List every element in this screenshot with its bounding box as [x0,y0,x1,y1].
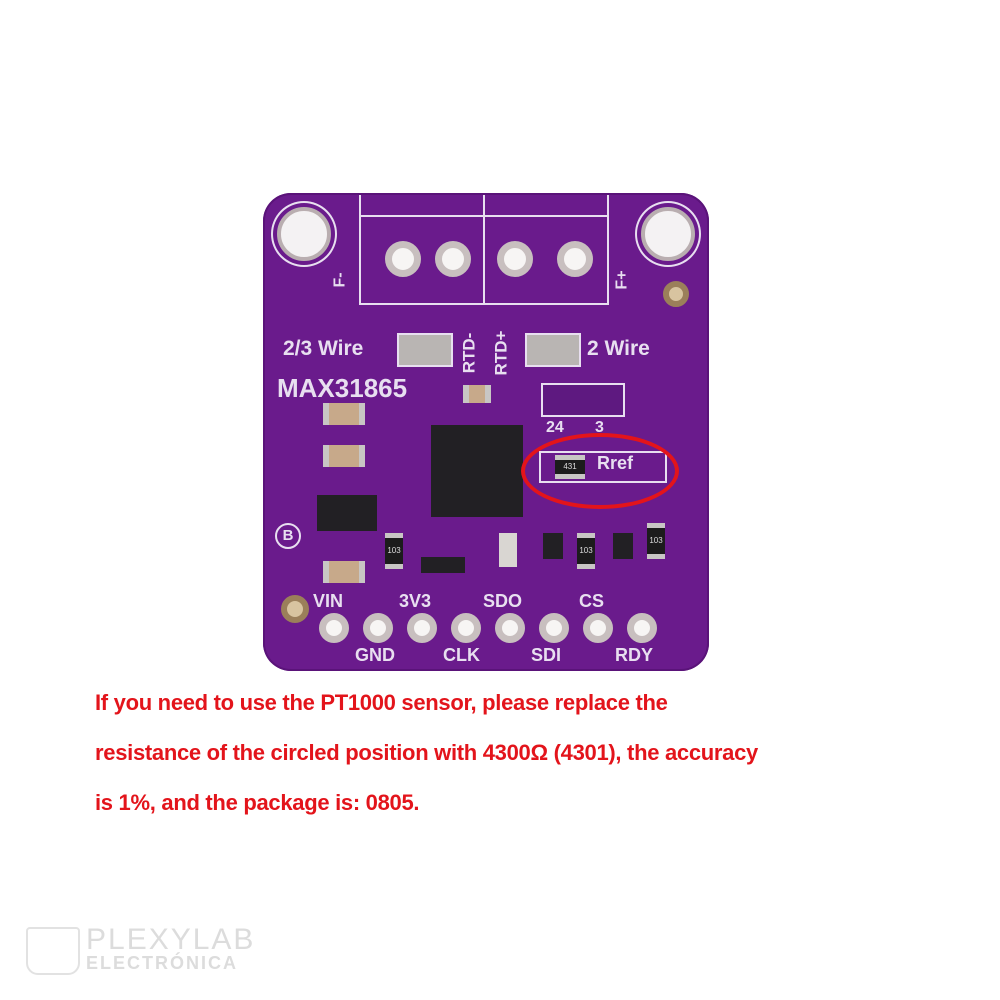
note-line-3: is 1%, and the package is: 0805. [95,790,420,815]
header-pin-6 [539,613,569,643]
pin-label-clk: CLK [443,645,480,665]
header-pin-4 [451,613,481,643]
label-jumper-3: 3 [595,419,604,436]
watermark-brand-bottom: ELECTRÓNICA [86,953,238,973]
pin-label-cs: CS [579,591,605,611]
transistor-1 [543,533,563,559]
label-wire-2-3: 2/3 Wire [283,337,364,360]
resistor-103-1: 103 [385,533,403,569]
terminal-pad-1 [385,241,421,277]
pin-label-sdo: SDO [483,591,523,611]
pin-label-rdy: RDY [615,645,654,665]
voltage-regulator [317,495,377,531]
note-line-2: resistance of the circled position with … [95,740,758,765]
header-pin-2 [363,613,393,643]
capacitor-left-3 [323,561,365,583]
label-f-minus: F- [331,272,349,288]
resistor-103-3: 103 [647,523,665,559]
label-rtd-plus: RTD+ [491,330,511,376]
header-pin-1 [319,613,349,643]
pad-gold-right [663,281,689,307]
watermark-brand-top: PLEXYLAB [86,923,256,956]
transistor-2 [613,533,633,559]
chip-label: MAX31865 [277,373,408,403]
note-line-1: If you need to use the PT1000 sensor, pl… [95,690,668,715]
header-pin-5 [495,613,525,643]
resistor-103-2: 103 [577,533,595,569]
label-f-plus: F+ [613,270,631,290]
capacitor-top [463,385,491,403]
capacitor-left-1 [323,403,365,425]
terminal-pad-3 [497,241,533,277]
label-wire-2: 2 Wire [587,337,650,360]
mounting-hole-left [277,207,331,261]
robot-glasses-icon [26,927,80,975]
pin-label-gnd: GND [355,645,395,665]
label-rtd-minus: RTD- [459,332,479,374]
jumper-2-3-wire [397,333,453,367]
capacitor-left-2 [323,445,365,467]
pin-label-3v3: 3V3 [399,591,432,611]
header-pin-8 [627,613,657,643]
max31865-chip [431,425,523,517]
jumper-2-wire [525,333,581,367]
label-jumper-24: 24 [546,419,564,436]
jumper-24-3 [541,383,625,417]
pin-label-vin: VIN [313,591,344,611]
terminal-pad-2 [435,241,471,277]
b-mark: B [275,523,301,549]
mounting-hole-right [641,207,695,261]
terminal-pad-4 [557,241,593,277]
pin-label-sdi: SDI [531,645,562,665]
component-sdo [499,533,517,567]
terminal-block-right [483,195,609,305]
diode-3v3 [421,557,465,573]
pad-gold-left [281,595,309,623]
header-pin-3 [407,613,437,643]
highlight-circle [521,433,679,509]
header-pin-7 [583,613,613,643]
pcb-board: F- F+ 2/3 Wire RTD- RTD+ 2 Wire MAX31865… [263,193,709,671]
